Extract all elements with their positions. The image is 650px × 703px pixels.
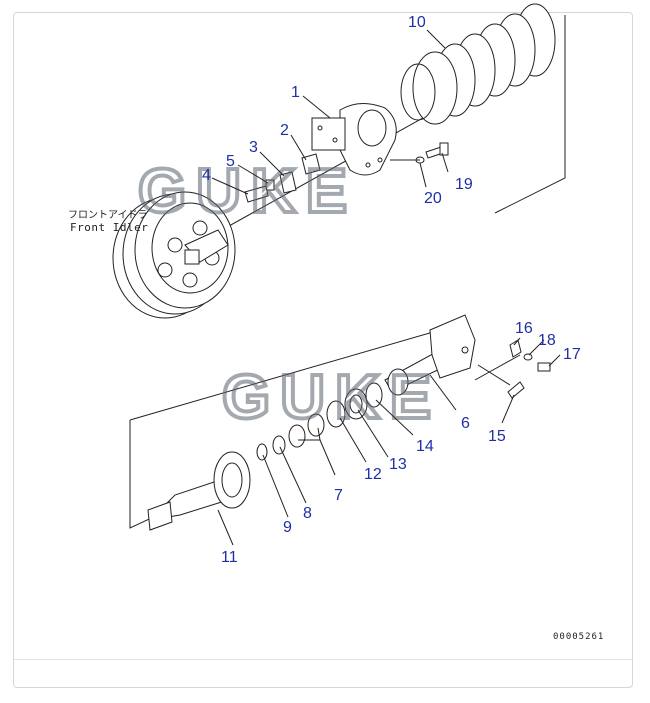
bolt-washer [390,142,449,164]
fasteners [477,339,551,399]
callout-3: 3 [249,139,258,156]
lower-assembly [129,314,551,531]
caption-english: Front Idler [70,221,148,234]
callout-14: 14 [416,438,434,455]
callout-4: 4 [202,167,211,184]
callout-18: 18 [538,332,556,349]
rings [256,382,383,461]
callout-6: 6 [461,415,470,432]
watermark-lower: GUKE [222,363,441,432]
callout-11: 11 [221,549,238,566]
callout-17: 17 [563,346,581,363]
upper-frame-edge [494,15,566,214]
bottom-separator [14,659,632,660]
lower-frame-top [129,329,441,421]
small-parts [244,153,321,203]
shaft [147,451,251,531]
bracket [311,103,397,176]
leader-lines [211,29,561,546]
recoil-spring [400,3,556,125]
callout-20: 20 [424,190,442,207]
callout-2: 2 [280,122,289,139]
callout-9: 9 [283,519,292,536]
callout-16: 16 [515,320,533,337]
callout-19: 19 [455,176,473,193]
caption-japanese: フロントアイドラ [68,209,148,221]
callout-8: 8 [303,505,312,522]
callout-13: 13 [389,456,407,473]
drawing-number: 00005261 [553,632,604,642]
front-idler-wheel [112,191,236,319]
upper-assembly [112,3,566,319]
callout-7: 7 [334,487,343,504]
callout-12: 12 [364,466,382,483]
callout-10: 10 [408,14,426,31]
callout-15: 15 [488,428,506,445]
callout-numbers: 1 2 3 4 5 6 7 8 9 10 11 12 13 14 15 16 1… [202,14,581,566]
shaft-6 [384,314,476,396]
watermark-upper: GUKE [138,157,357,226]
callout-1: 1 [291,84,300,101]
lower-frame-right [474,354,521,381]
callout-5: 5 [226,153,235,170]
